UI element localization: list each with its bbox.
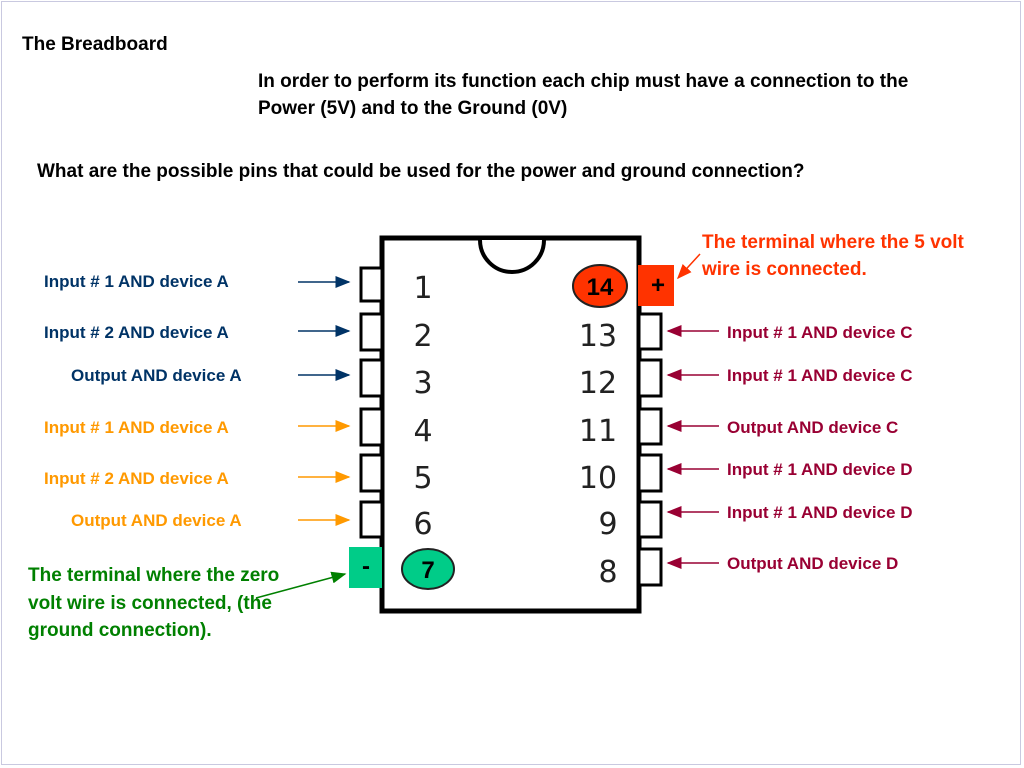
power-callout-arrow	[676, 253, 701, 280]
pin-number-3: 3	[413, 366, 432, 401]
pin-box-3	[359, 358, 384, 398]
right-label-pin9: Input # 1 AND device D	[727, 503, 913, 522]
pin-box-5	[359, 453, 384, 493]
pin-box-9	[637, 500, 663, 539]
chip-notch	[478, 239, 546, 274]
right-label-pin10: Input # 1 AND device D	[727, 460, 913, 479]
pin-number-1: 1	[413, 271, 432, 306]
pin-box-2	[359, 312, 384, 352]
pin-number-9: 9	[598, 507, 617, 542]
left-label-pin6: Output AND device A	[71, 511, 242, 530]
pin-number-5: 5	[413, 461, 432, 496]
power-pin-number: 14	[587, 274, 614, 301]
ground-pin-box	[349, 547, 382, 588]
pin-number-10: 10	[579, 461, 617, 496]
power-note: The terminal where the 5 volt wire is co…	[702, 232, 964, 280]
pin-box-1	[359, 266, 384, 303]
right-label-pin8: Output AND device D	[727, 554, 899, 573]
pin-number-8: 8	[598, 555, 617, 590]
ground-note: The terminal where the zero volt wire is…	[28, 565, 280, 641]
pin-number-11: 11	[579, 414, 617, 449]
pin-box-6	[359, 500, 384, 539]
left-label-pin2: Input # 2 AND device A	[44, 323, 229, 342]
left-label-pin5: Input # 2 AND device A	[44, 469, 229, 488]
pin-number-4: 4	[413, 414, 432, 449]
pin-box-4	[359, 407, 384, 447]
pin-box-13	[637, 312, 663, 351]
plus-sign: +	[651, 272, 665, 299]
power-pin-circle	[572, 264, 628, 308]
power-pin-box	[638, 265, 674, 306]
pin-number-12: 12	[579, 366, 617, 401]
right-label-pin13: Input # 1 AND device C	[727, 323, 913, 342]
pin-box-11	[637, 407, 663, 446]
left-label-pin3: Output AND device A	[71, 366, 242, 385]
pin-box-8	[637, 547, 663, 587]
minus-sign: -	[362, 553, 370, 580]
left-label-pin1: Input # 1 AND device A	[44, 272, 229, 291]
pin-number-6: 6	[413, 507, 432, 542]
right-label-pin11: Output AND device C	[727, 418, 899, 437]
pin-box-10	[637, 453, 663, 493]
slide-title: The Breadboard	[22, 34, 168, 55]
left-label-pin4: Input # 1 AND device A	[44, 418, 229, 437]
pin-number-2: 2	[413, 319, 432, 354]
right-label-pin12: Input # 1 AND device C	[727, 366, 913, 385]
pin-number-13: 13	[579, 319, 617, 354]
intro-text: In order to perform its function each ch…	[258, 71, 909, 119]
ground-callout-arrow	[255, 571, 347, 599]
ground-pin-number: 7	[421, 557, 434, 584]
question-text: What are the possible pins that could be…	[37, 161, 805, 182]
pin-box-12	[637, 358, 663, 398]
ground-pin-circle	[401, 548, 455, 590]
